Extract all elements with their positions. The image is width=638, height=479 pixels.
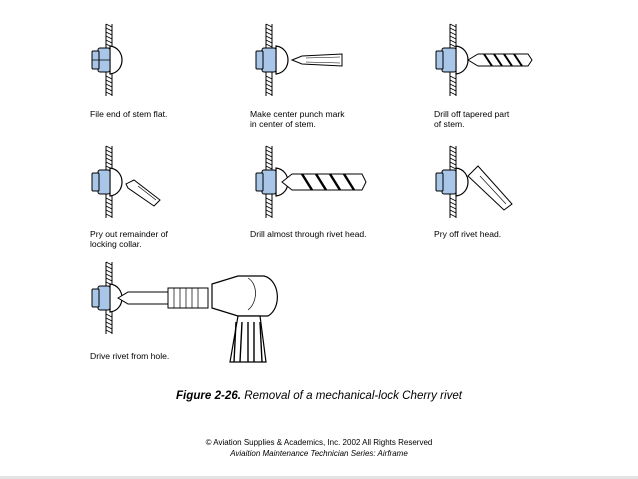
drill-bit-icon [281,173,367,191]
step-2-illustration [255,23,343,96]
step-6-illustration [435,145,513,218]
step-7-illustration [91,261,278,363]
step-5-illustration [255,145,367,218]
step-2-center-punch: Make center punch mark in center of stem… [248,23,358,128]
step-1-caption: File end of stem flat. [90,109,168,119]
step-4-illustration [91,145,161,218]
step-3-drill-taper: Drill off tapered part of stem. [432,23,542,128]
center-punch-icon [290,53,343,67]
step-3-caption: Drill off tapered part of stem. [434,109,510,129]
figure-number: Figure 2-26. [175,389,242,402]
ball-peen-hammer-icon [211,275,278,363]
step-6-caption: Pry off rivet head. [434,229,502,239]
step-6-pry-head: Pry off rivet head. [432,145,542,239]
step-7-drive-rivet: Drive rivet from hole. [88,261,288,372]
bottom-divider [0,476,638,479]
step-4-caption: Pry out remainder of locking collar. [90,229,168,249]
step-1-illustration [91,23,123,96]
drift-punch-icon [117,287,209,309]
drill-bit-icon [467,53,533,67]
step-7-caption: Drive rivet from hole. [90,351,170,361]
figure-title: Figure 2-26. Removal of a mechanical-loc… [0,389,638,402]
pry-tool-icon [467,165,513,211]
figure-caption: Removal of a mechanical-lock Cherry rive… [241,389,463,402]
step-3-illustration [435,23,533,96]
series-line: Aviaition Maintenance Technician Series:… [230,449,408,458]
copyright-line: © Aviation Supplies & Academics, Inc. 20… [205,438,433,447]
step-1-file-stem: File end of stem flat. [88,23,178,119]
step-2-caption: Make center punch mark in center of stem… [250,109,345,129]
step-4-pry-collar: Pry out remainder of locking collar. [88,145,198,248]
step-5-drill-head: Drill almost through rivet head. [248,145,388,239]
pry-tool-icon [125,179,161,207]
step-5-caption: Drill almost through rivet head. [250,229,367,239]
